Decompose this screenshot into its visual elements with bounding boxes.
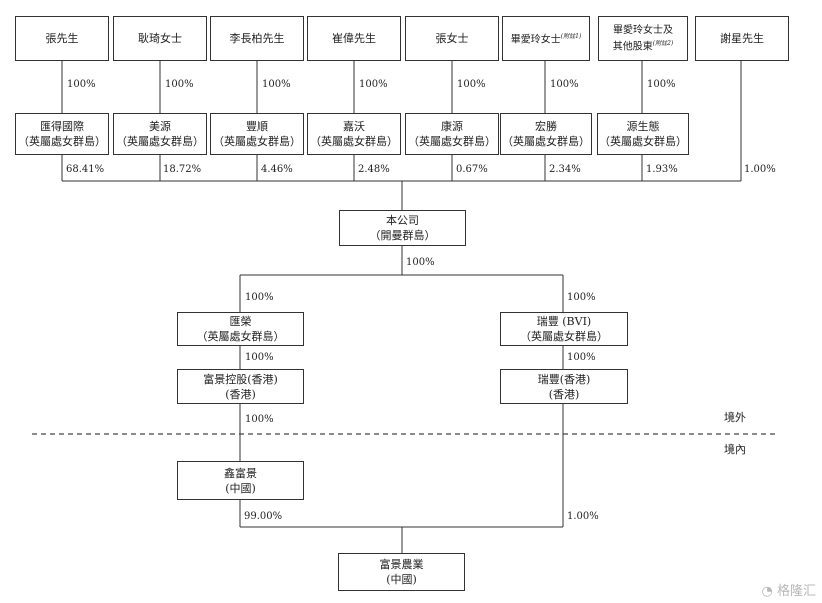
- holding-pct: 0.67%: [456, 164, 488, 175]
- subsidiary-box: 瑞豐 (BVI)（英屬處女群島）: [500, 312, 628, 346]
- target-company-box: 富景農業(中國): [338, 553, 465, 591]
- company-box: 本公司（開曼群島）: [339, 210, 466, 246]
- vehicle-box: 康源（英屬處女群島）: [405, 113, 499, 155]
- onshore-label: 境內: [724, 443, 746, 456]
- shareholder-box: 張先生: [15, 16, 109, 61]
- ownership-pct: 100%: [359, 79, 388, 90]
- ownership-pct: 99.00%: [244, 511, 283, 522]
- shareholder-box: 謝星先生: [695, 16, 789, 61]
- shareholder-box: 畢愛玲女士(附註1): [502, 16, 590, 61]
- ownership-pct: 100%: [406, 257, 435, 268]
- subsidiary-box: 匯榮（英屬處女群島）: [177, 312, 304, 346]
- holding-pct: 1.93%: [646, 164, 678, 175]
- ownership-pct: 100%: [262, 79, 291, 90]
- shareholder-box: 李長柏先生: [210, 16, 304, 61]
- subsidiary-box: 瑞豐(香港)(香港): [500, 369, 628, 404]
- vehicle-box: 匯得國際（英屬處女群島）: [15, 113, 109, 155]
- vehicle-box: 源生態（英屬處女群島）: [597, 113, 689, 155]
- vehicle-box: 美源（英屬處女群島）: [113, 113, 207, 155]
- holding-pct: 68.41%: [66, 164, 105, 175]
- ownership-pct: 100%: [567, 352, 596, 363]
- ownership-pct: 100%: [245, 292, 274, 303]
- watermark-logo-icon: ◔: [761, 584, 773, 599]
- subsidiary-box: 鑫富景(中國): [177, 461, 304, 500]
- ownership-pct: 100%: [550, 79, 579, 90]
- ownership-pct: 100%: [245, 352, 274, 363]
- ownership-pct: 100%: [165, 79, 194, 90]
- vehicle-box: 宏勝（英屬處女群島）: [500, 113, 592, 155]
- ownership-pct: 100%: [647, 79, 676, 90]
- offshore-label: 境外: [724, 411, 746, 424]
- subsidiary-box: 富景控股(香港)(香港): [177, 369, 304, 404]
- shareholder-box: 耿琦女士: [113, 16, 207, 61]
- holding-pct: 2.48%: [358, 164, 390, 175]
- holding-pct: 18.72%: [163, 164, 202, 175]
- holding-pct: 4.46%: [261, 164, 293, 175]
- shareholder-box: 崔偉先生: [307, 16, 401, 61]
- watermark: ◔ 格隆汇: [761, 584, 817, 599]
- ownership-pct: 100%: [245, 414, 274, 425]
- holding-pct: 1.00%: [744, 164, 776, 175]
- ownership-pct: 100%: [457, 79, 486, 90]
- vehicle-box: 豐順（英屬處女群島）: [210, 113, 304, 155]
- shareholder-box: 張女士: [405, 16, 499, 61]
- ownership-pct: 100%: [567, 292, 596, 303]
- ownership-pct: 100%: [67, 79, 96, 90]
- shareholder-box: 畢愛玲女士及其他股東(附註2): [598, 16, 688, 61]
- vehicle-box: 嘉沃（英屬處女群島）: [307, 113, 401, 155]
- ownership-pct: 1.00%: [567, 511, 599, 522]
- holding-pct: 2.34%: [549, 164, 581, 175]
